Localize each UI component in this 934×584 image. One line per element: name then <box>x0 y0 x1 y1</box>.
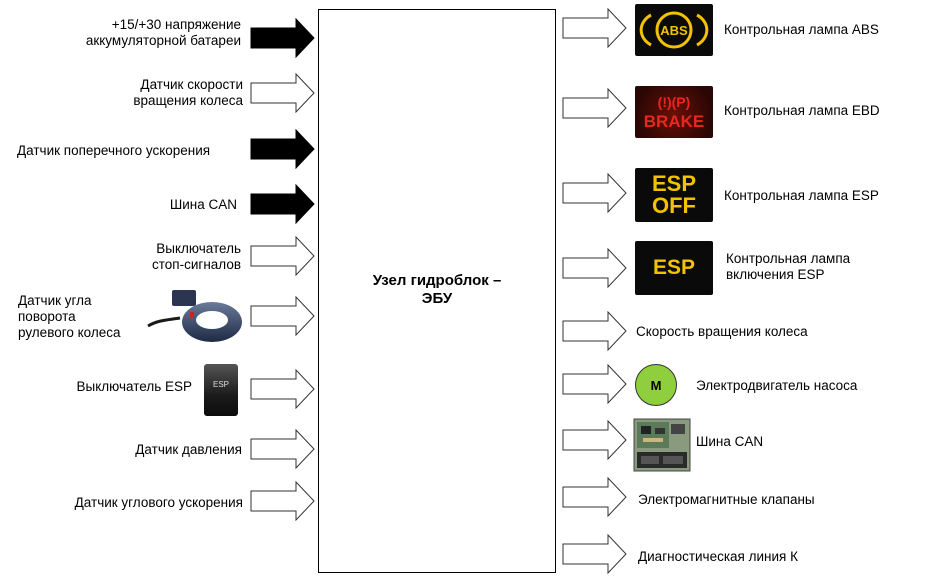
output-label-pump-motor: Электродвигатель насоса <box>696 378 858 393</box>
abs-warning-lamp: ABS <box>635 4 713 56</box>
output-label-diagnostic-line-k: Диагностическая линия К <box>638 549 798 564</box>
pump-motor-symbol: M <box>650 377 662 393</box>
input-arrow-outline <box>250 73 315 113</box>
hydraulic-unit-ecu-box: Узел гидроблок – ЭБУ <box>318 9 556 573</box>
output-arrow <box>562 534 627 574</box>
input-label-battery-voltage: +15/+30 напряжение аккумуляторной батаре… <box>85 17 241 48</box>
esp-switch-image: ESP <box>204 364 238 416</box>
output-arrow <box>562 420 627 460</box>
output-arrow <box>562 311 627 351</box>
output-label-solenoid-valves: Электромагнитные клапаны <box>638 492 815 507</box>
input-arrow-outline <box>250 429 315 469</box>
output-arrow <box>562 477 627 517</box>
output-label-wheel-speed: Скорость вращения колеса <box>636 324 808 339</box>
input-arrow-outline <box>250 296 315 336</box>
input-arrow-outline <box>250 481 315 521</box>
input-label-steering-angle-sensor: Датчик угла поворота рулевого колеса <box>18 293 121 340</box>
input-arrow-filled <box>250 18 315 58</box>
input-arrow-filled <box>250 129 315 169</box>
brake-lamp-label: BRAKE <box>643 112 705 131</box>
output-label-esp-activation-lamp: Контрольная лампа включения ESP <box>726 251 851 282</box>
ecu-board-image <box>633 418 691 472</box>
abs-lamp-label: ABS <box>660 23 688 38</box>
input-arrow-outline <box>250 236 315 276</box>
input-label-brake-light-switch: Выключатель стоп-сигналов <box>152 241 241 272</box>
input-arrow-outline <box>250 369 315 409</box>
output-arrow <box>562 88 627 128</box>
brake-lamp-symbol: (!)(P) <box>657 94 691 110</box>
abs-lamp-icon: ABS <box>639 11 709 49</box>
pump-motor-icon: M <box>635 364 677 406</box>
ebd-brake-warning-lamp: (!)(P) BRAKE <box>635 86 713 138</box>
output-label-ebd-lamp: Контрольная лампа EBD <box>724 103 880 118</box>
output-label-abs-lamp: Контрольная лампа ABS <box>724 22 879 37</box>
esp-off-lamp-line2: OFF <box>652 193 696 218</box>
esp-off-lamp-line1: ESP <box>651 171 697 196</box>
output-arrow <box>562 364 627 404</box>
output-arrow <box>562 8 627 48</box>
output-label-esp-lamp: Контрольная лампа ESP <box>724 188 879 203</box>
output-arrow <box>562 248 627 288</box>
input-label-angular-acceleration-sensor: Датчик углового ускорения <box>74 495 243 510</box>
input-label-wheel-speed-sensor: Датчик скорости вращения колеса <box>133 77 243 108</box>
esp-switch-label: ESP <box>212 380 229 389</box>
esp-lamp-label: ESP <box>652 256 696 279</box>
steering-angle-sensor-image <box>147 290 242 342</box>
input-arrow-filled <box>250 184 315 224</box>
input-label-esp-switch: Выключатель ESP <box>76 379 192 394</box>
input-label-can-bus: Шина CAN <box>169 197 237 212</box>
input-label-lateral-acceleration-sensor: Датчик поперечного ускорения <box>17 143 211 158</box>
esp-active-lamp: ESP <box>635 241 713 295</box>
output-label-can-bus: Шина CAN <box>696 434 764 449</box>
esp-off-warning-lamp: ESP OFF <box>635 168 713 222</box>
output-arrow <box>562 173 627 213</box>
ecu-label: Узел гидроблок – ЭБУ <box>372 272 502 307</box>
input-label-pressure-sensor: Датчик давления <box>135 442 242 457</box>
